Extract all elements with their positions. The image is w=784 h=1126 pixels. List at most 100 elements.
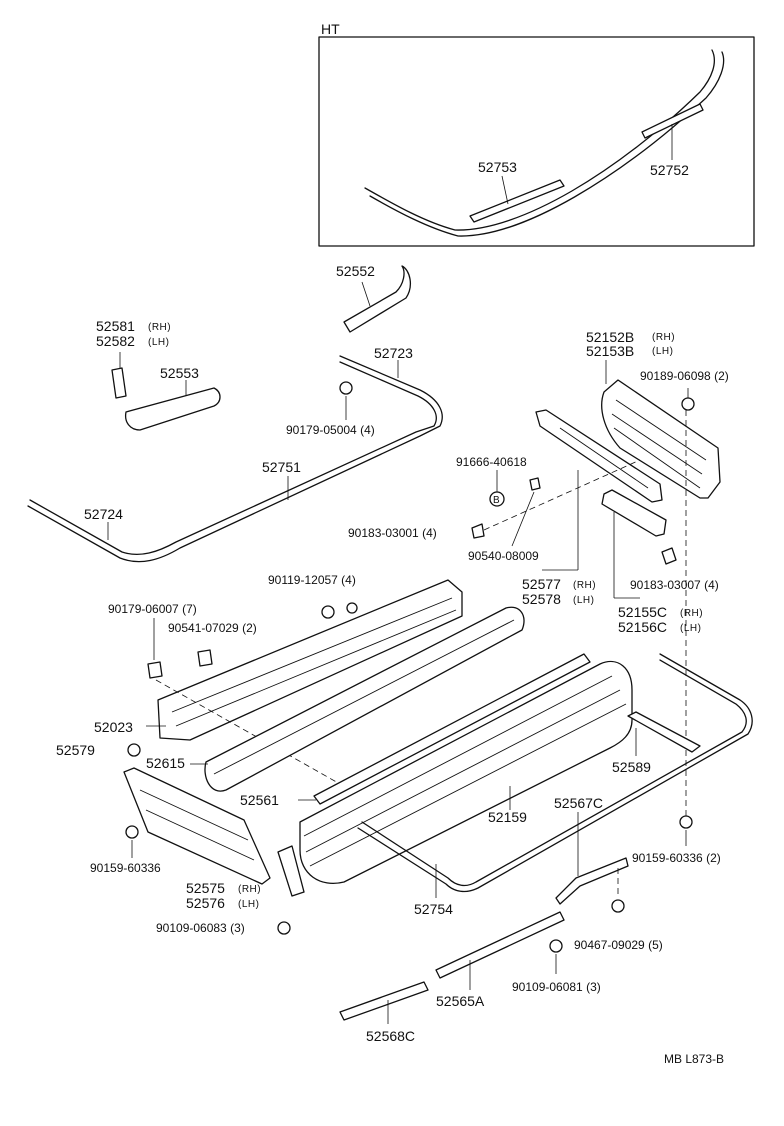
- part-52552-shape: [343, 265, 412, 333]
- bolt-90119-12057: [321, 605, 335, 619]
- label-90467-09029: 90467-09029 (5): [574, 938, 663, 952]
- part-52159-lines: [303, 675, 627, 867]
- part-52575-bracket: [277, 845, 305, 897]
- ht-inset-label: HT: [321, 21, 340, 37]
- part-52568c-strip: [339, 981, 429, 1021]
- part-52753-strip: [469, 179, 565, 223]
- label-90179-05004: 90179-05004 (4): [286, 423, 375, 437]
- label-52159: 52159: [488, 809, 527, 825]
- part-52751-moulding: [27, 355, 443, 563]
- label-52155c: 52155C: [618, 604, 667, 620]
- part-52579-nut: [127, 743, 141, 757]
- bolt-90159-60336-right: [679, 815, 693, 829]
- part-52155c-bracket: [601, 489, 667, 537]
- label-90159-60336-right: 90159-60336 (2): [632, 851, 721, 865]
- label-90183-03007: 90183-03007 (4): [630, 578, 719, 592]
- part-52754-moulding-inner: [361, 659, 747, 887]
- roof-moulding-curve: [364, 49, 715, 231]
- part-52023-ribs: [171, 597, 457, 727]
- label-90183-03001: 90183-03001 (4): [348, 526, 437, 540]
- label-52582: 52582: [96, 333, 135, 349]
- clip-90183-03007: [661, 547, 677, 565]
- part-52023-reinforcement: [157, 579, 463, 741]
- tag-52576-lh: (LH): [238, 899, 259, 910]
- label-90119-12057: 90119-12057 (4): [268, 573, 356, 587]
- label-52753: 52753: [478, 159, 517, 175]
- part-52565a-strip: [435, 911, 565, 979]
- part-left-bracket: [123, 767, 271, 885]
- clip-91666-40618-letter: B: [493, 495, 500, 506]
- part-52561-strip: [313, 653, 591, 805]
- label-91666-40618: 91666-40618: [456, 455, 527, 469]
- label-52724: 52724: [84, 506, 123, 522]
- tag-52577-rh: (RH): [573, 580, 596, 591]
- tag-52582-lh: (LH): [148, 337, 169, 348]
- ht-inset: HT 52753 52752: [318, 21, 755, 247]
- label-52751: 52751: [262, 459, 301, 475]
- tag-52578-lh: (LH): [573, 595, 594, 606]
- label-90540-08009: 90540-08009: [468, 549, 539, 563]
- label-52156c: 52156C: [618, 619, 667, 635]
- clip-90183-03001: [471, 523, 485, 539]
- label-52615: 52615: [146, 755, 185, 771]
- label-52552: 52552: [336, 263, 375, 279]
- part-52615-line: [213, 619, 515, 775]
- part-52615-absorber: [204, 606, 525, 792]
- clip-90189-06098: [681, 397, 695, 411]
- lead-52753: [501, 175, 509, 205]
- label-52565a: 52565A: [436, 993, 485, 1009]
- part-52553-shape: [124, 387, 221, 431]
- dash-guide-upper: [483, 459, 641, 531]
- tag-52153b-lh: (LH): [652, 346, 673, 357]
- clip-90541-07029: [197, 649, 213, 667]
- lead-52552: [361, 281, 371, 307]
- part-52159-bumper-cover: [299, 660, 633, 884]
- part-left-bracket-ribs: [139, 789, 255, 861]
- label-52023: 52023: [94, 719, 133, 735]
- label-90159-60336-left: 90159-60336: [90, 861, 161, 875]
- bolt-90467-09029: [611, 899, 625, 913]
- tag-52581-rh: (RH): [148, 322, 171, 333]
- tag-52155c-rh: (RH): [680, 608, 703, 619]
- label-52153b: 52153B: [586, 343, 634, 359]
- label-52589: 52589: [612, 759, 651, 775]
- label-52561: 52561: [240, 792, 279, 808]
- bolt-90159-60336-left: [125, 825, 139, 839]
- label-52553: 52553: [160, 365, 199, 381]
- lead-90540-08009: [511, 491, 535, 547]
- part-52152b-retainer: [601, 379, 721, 499]
- clip-90179-05004: [339, 381, 353, 395]
- label-52577: 52577: [522, 576, 561, 592]
- tag-52156c-lh: (LH): [680, 623, 701, 634]
- label-52579: 52579: [56, 742, 95, 758]
- label-52723: 52723: [374, 345, 413, 361]
- part-52589-strip: [627, 711, 701, 753]
- label-52575: 52575: [186, 880, 225, 896]
- dash-guide-left: [155, 679, 341, 785]
- part-52752-strip: [641, 103, 704, 139]
- part-52581-clip: [111, 367, 127, 399]
- part-52567c-bracket: [555, 857, 629, 905]
- label-52754: 52754: [414, 901, 453, 917]
- label-52567c: 52567C: [554, 795, 603, 811]
- label-90109-06083: 90109-06083 (3): [156, 921, 245, 935]
- clip-90540-08009: [529, 477, 541, 491]
- part-52577-detail: [559, 427, 649, 489]
- label-52152b: 52152B: [586, 329, 634, 345]
- part-52152b-ribs: [611, 399, 707, 489]
- bolt-90119-12057-b: [346, 602, 358, 614]
- bolt-90109-06083: [277, 921, 291, 935]
- label-52578: 52578: [522, 591, 561, 607]
- tag-52152b-rh: (RH): [652, 332, 675, 343]
- label-90189-06098: 90189-06098 (2): [640, 369, 729, 383]
- label-52581: 52581: [96, 318, 135, 334]
- label-52576: 52576: [186, 895, 225, 911]
- ht-inset-frame: [318, 36, 755, 247]
- clip-90179-06007: [147, 661, 163, 679]
- roof-moulding-curve-inner: [369, 51, 725, 237]
- label-52568c: 52568C: [366, 1028, 415, 1044]
- label-52752: 52752: [650, 162, 689, 178]
- label-90541-07029: 90541-07029 (2): [168, 621, 257, 635]
